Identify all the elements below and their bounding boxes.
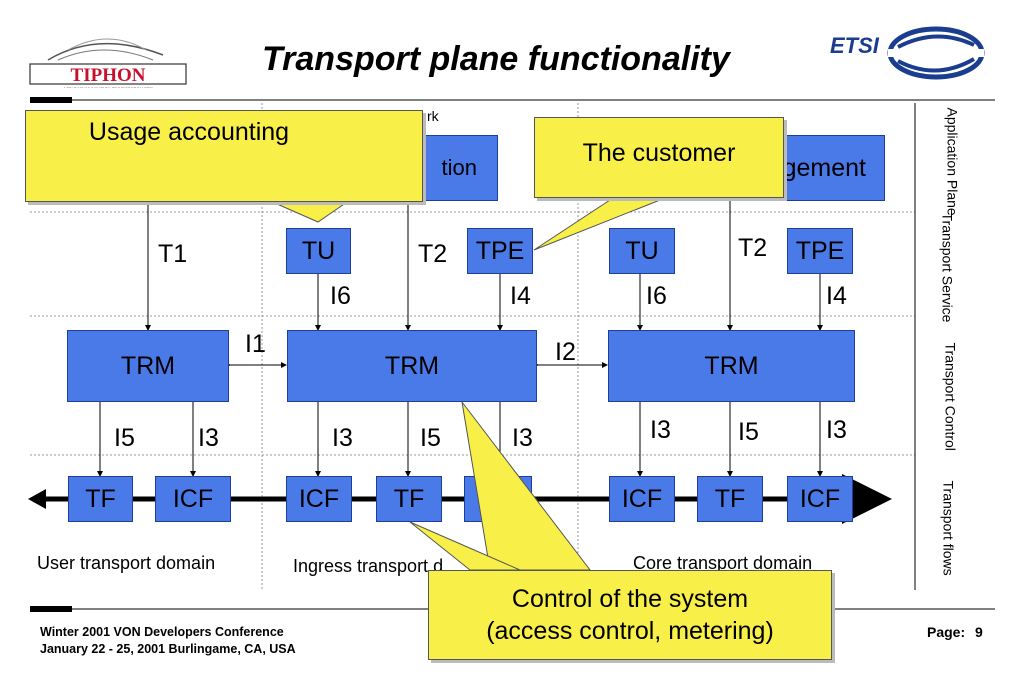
interface-i1: I1	[245, 330, 266, 358]
management-label: gement	[782, 153, 866, 182]
interface-i5-user: I5	[114, 424, 135, 452]
control-text-line2: (access control, metering)	[486, 617, 774, 645]
trm-ingress-box: TRM	[287, 330, 537, 402]
etsi-logo: ETSI	[828, 25, 988, 85]
icf-ingress-box: ICF	[286, 476, 352, 522]
footer-line1: Winter 2001 VON Developers Conference	[40, 625, 284, 639]
usage-accounting-callout: Usage accounting	[25, 110, 423, 202]
network-partial-label: rk	[427, 108, 439, 124]
interface-t2-core: T2	[738, 234, 768, 262]
interface-i2: I2	[555, 338, 576, 366]
interface-i3-core-right: I3	[826, 416, 847, 444]
interface-i4-ingress: I4	[510, 282, 531, 310]
tf-user-box: TF	[68, 476, 133, 522]
svg-text:ETSI: ETSI	[830, 33, 880, 58]
icf-core-left-box: ICF	[609, 476, 675, 522]
tpe-ingress-box: TPE	[467, 228, 533, 274]
interface-i3-user: I3	[198, 424, 219, 452]
interface-i4-core: I4	[826, 282, 847, 310]
tf-core-box: TF	[697, 476, 763, 522]
tu-ingress-box: TU	[286, 228, 351, 274]
user-domain-label: User transport domain	[37, 553, 216, 573]
interface-t1: T1	[158, 240, 188, 268]
interface-i6-ingress: I6	[330, 282, 351, 310]
interface-i3-ingress-left: I3	[332, 424, 353, 452]
interface-i5-core: I5	[738, 418, 759, 446]
page-title: Transport plane functionality	[262, 40, 730, 78]
tu-core-box: TU	[609, 228, 675, 274]
interface-i3-core-left: I3	[650, 416, 671, 444]
icf-core-right-box: ICF	[787, 476, 853, 522]
usage-accounting-text: Usage accounting	[88, 117, 290, 146]
control-callout: Control of the system (access control, m…	[428, 570, 832, 660]
page-value: 9	[975, 624, 983, 640]
customer-callout: The customer	[534, 117, 784, 198]
page-number: Page: 9	[927, 624, 983, 640]
trm-core-box: TRM	[608, 330, 855, 402]
interface-i3-ingress-right: I3	[512, 424, 533, 452]
interface-t2-ingress: T2	[418, 240, 448, 268]
customer-text: The customer	[582, 139, 736, 167]
icf-user-box: ICF	[155, 476, 231, 522]
trm-user-box: TRM	[67, 330, 229, 402]
tf-ingress-box: TF	[376, 476, 442, 522]
ingress-domain-label: Ingress transport d	[293, 556, 444, 576]
footer-conference: Winter 2001 VON Developers Conference Ja…	[40, 624, 296, 658]
page-label: Page:	[927, 624, 966, 640]
application-function-label: tion	[441, 155, 477, 180]
footer-line2: January 22 - 25, 2001 Burlingame, CA, US…	[40, 642, 296, 656]
logo-text: TIPHON	[71, 65, 146, 86]
core-domain-label: Core transport domain	[633, 553, 813, 573]
interface-i5-ingress: I5	[420, 424, 441, 452]
tpe-core-box: TPE	[787, 228, 853, 274]
interface-i6-core: I6	[646, 282, 667, 310]
control-text-line1: Control of the system	[511, 585, 749, 613]
